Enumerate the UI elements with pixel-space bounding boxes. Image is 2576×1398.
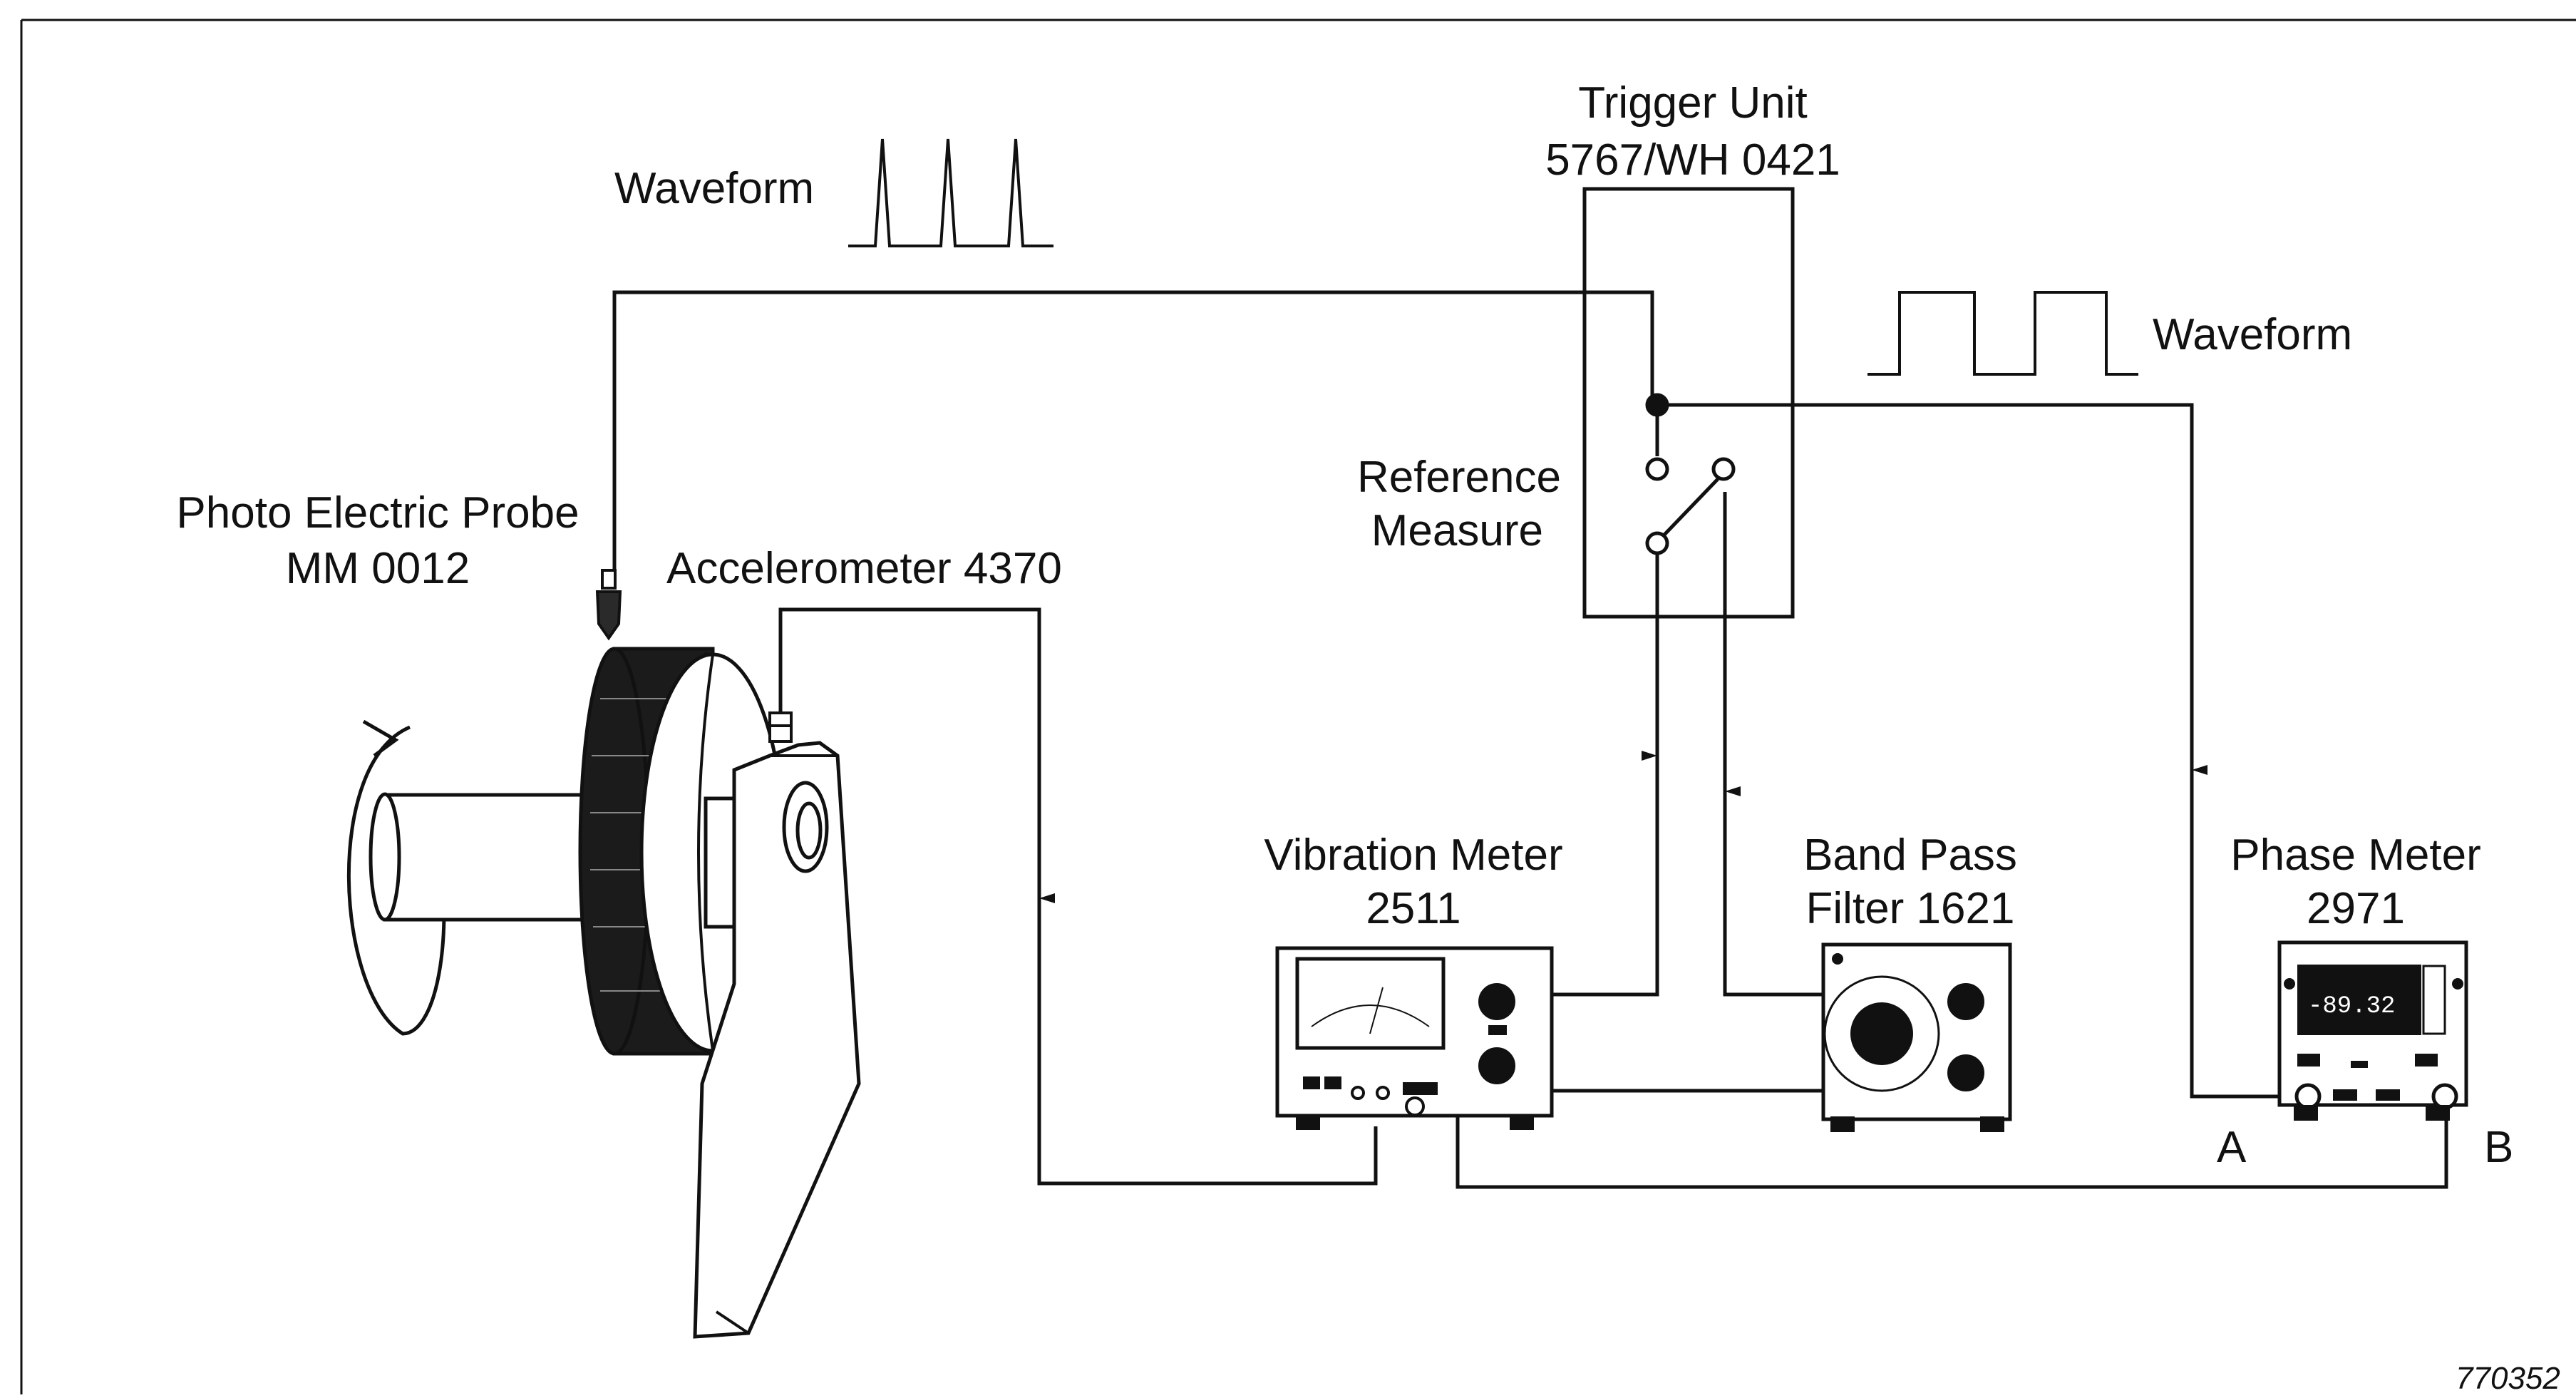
bearing-pedestal <box>693 741 861 1339</box>
reference-label: Reference <box>1357 453 1561 502</box>
phase-meter-instrument <box>2277 940 2468 1121</box>
trigger-unit <box>1582 187 1795 619</box>
band-pass-model: Filter 1621 <box>1806 884 2015 933</box>
input-a-label: A <box>2217 1123 2247 1172</box>
trigger-unit-box <box>1582 187 1795 619</box>
digital-display <box>2297 965 2421 1035</box>
knob-icon <box>1947 1054 1984 1091</box>
knob-icon <box>1478 1047 1515 1084</box>
band-pass-title: Band Pass <box>1803 831 2017 880</box>
analog-meter-icon <box>1295 957 1446 1050</box>
trigger-output-node <box>1645 393 1669 417</box>
input-b-connector <box>2431 1083 2458 1110</box>
phase-meter-display-text: -89.32 <box>2308 993 2395 1020</box>
accelerometer-label: Accelerometer 4370 <box>666 544 1062 593</box>
measure-label: Measure <box>1371 506 1543 555</box>
knob-icon <box>1947 983 1984 1020</box>
vibration-meter-model: 2511 <box>1366 884 1460 933</box>
figure-frame <box>20 19 2576 1394</box>
reference-contact <box>1645 457 1669 481</box>
figure-number: 770352 <box>2456 1361 2560 1394</box>
measure-contact <box>1711 457 1736 481</box>
knob-icon <box>1478 983 1515 1020</box>
photo-probe-model: MM 0012 <box>286 544 470 593</box>
signal-arrows <box>1037 684 2207 903</box>
band-pass-filter-instrument <box>1821 942 2012 1132</box>
selector-switch-arm <box>1663 478 1719 536</box>
vibration-meter-instrument <box>1275 946 1554 1130</box>
pulse-waveform-icon <box>848 138 1053 247</box>
waveform-square-label: Waveform <box>2153 310 2352 359</box>
photo-probe-icon <box>595 569 622 641</box>
rotating-machine <box>346 647 861 1339</box>
switch-pivot <box>1645 531 1669 555</box>
accelerometer-icon <box>768 711 793 743</box>
tuning-knob-icon <box>1850 1002 1913 1065</box>
square-waveform-icon <box>1867 291 2138 376</box>
trigger-unit-model: 5767/WH 0421 <box>1545 135 1840 185</box>
trigger-unit-title: Trigger Unit <box>1578 78 1808 128</box>
input-a-connector <box>2294 1083 2322 1110</box>
shaft <box>383 793 604 922</box>
photo-probe-title: Photo Electric Probe <box>176 488 579 538</box>
input-b-label: B <box>2484 1123 2513 1172</box>
vibration-meter-title: Vibration Meter <box>1264 831 1562 880</box>
waveform-pulse-label: Waveform <box>614 164 814 213</box>
phase-meter-model: 2971 <box>2307 884 2405 933</box>
rotation-arrow <box>346 725 446 1036</box>
phase-meter-title: Phase Meter <box>2230 831 2481 880</box>
